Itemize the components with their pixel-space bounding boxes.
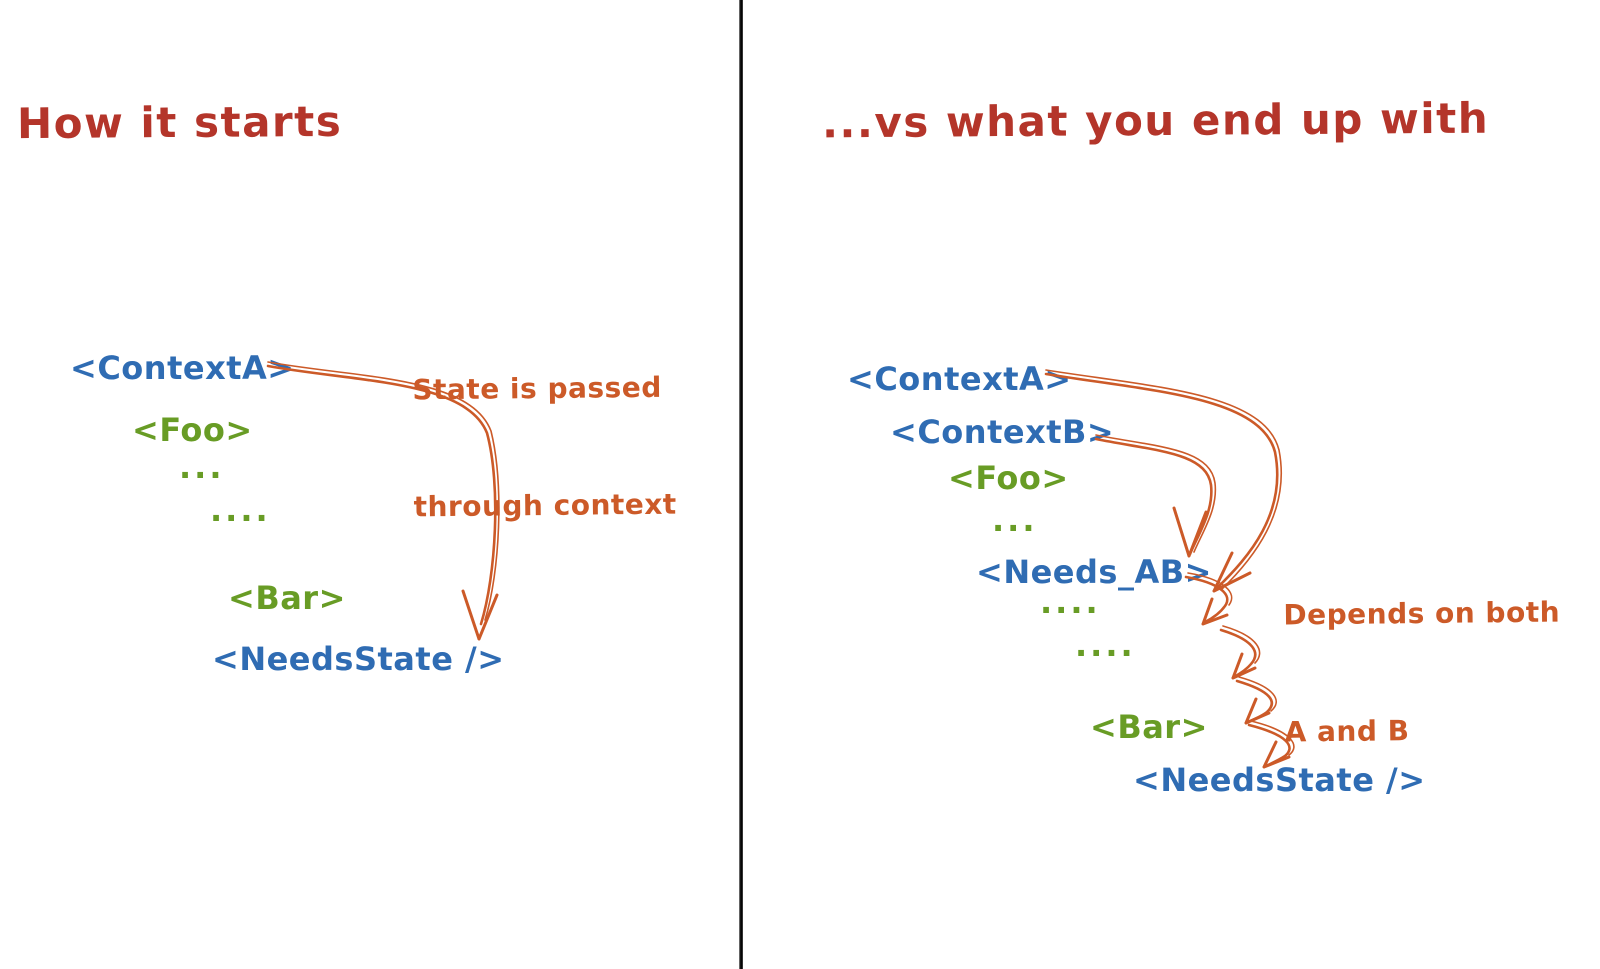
- right-annotation-line2: A and B: [1284, 714, 1410, 749]
- right-node-needsstate: <NeedsState />: [1133, 761, 1426, 799]
- left-node-foo: <Foo>: [132, 411, 253, 449]
- left-node-needsstate: <NeedsState />: [212, 640, 505, 678]
- left-annotation-line1: State is passed: [412, 370, 662, 407]
- right-contextb-arrow: [1094, 434, 1217, 558]
- left-node-bar: <Bar>: [228, 579, 346, 617]
- right-node-bar: <Bar>: [1090, 708, 1208, 746]
- right-node-contextb: <ContextB>: [890, 413, 1115, 451]
- panel-divider: [739, 0, 743, 969]
- right-annotation: Depends on both A and B: [1282, 515, 1562, 830]
- right-ellipsis-2: ....: [1040, 583, 1101, 621]
- right-ellipsis-1: ...: [992, 501, 1038, 539]
- right-ellipsis-3: ....: [1075, 626, 1136, 664]
- left-panel-title: How it starts: [16, 96, 343, 149]
- right-contexta-arrowhead: [1212, 551, 1252, 593]
- right-node-foo: <Foo>: [948, 459, 1069, 497]
- cascade-arrow-3: [1235, 676, 1277, 725]
- right-contextb-arrowhead: [1172, 506, 1208, 558]
- right-node-contexta: <ContextA>: [847, 360, 1072, 398]
- left-annotation-line2: through context: [413, 487, 677, 524]
- left-ellipsis-2: ....: [210, 491, 271, 529]
- left-annotation: State is passed through context: [411, 290, 677, 605]
- cascade-arrowhead-2: [1231, 652, 1257, 680]
- left-node-contexta: <ContextA>: [70, 349, 295, 387]
- cascade-arrowhead-1: [1201, 597, 1229, 626]
- right-panel-title: ...vs what you end up with: [821, 93, 1490, 148]
- right-annotation-line1: Depends on both: [1283, 595, 1561, 632]
- cascade-arrowhead-3: [1244, 697, 1271, 725]
- cascade-arrow-2: [1219, 625, 1261, 680]
- left-ellipsis-1: ...: [179, 448, 225, 486]
